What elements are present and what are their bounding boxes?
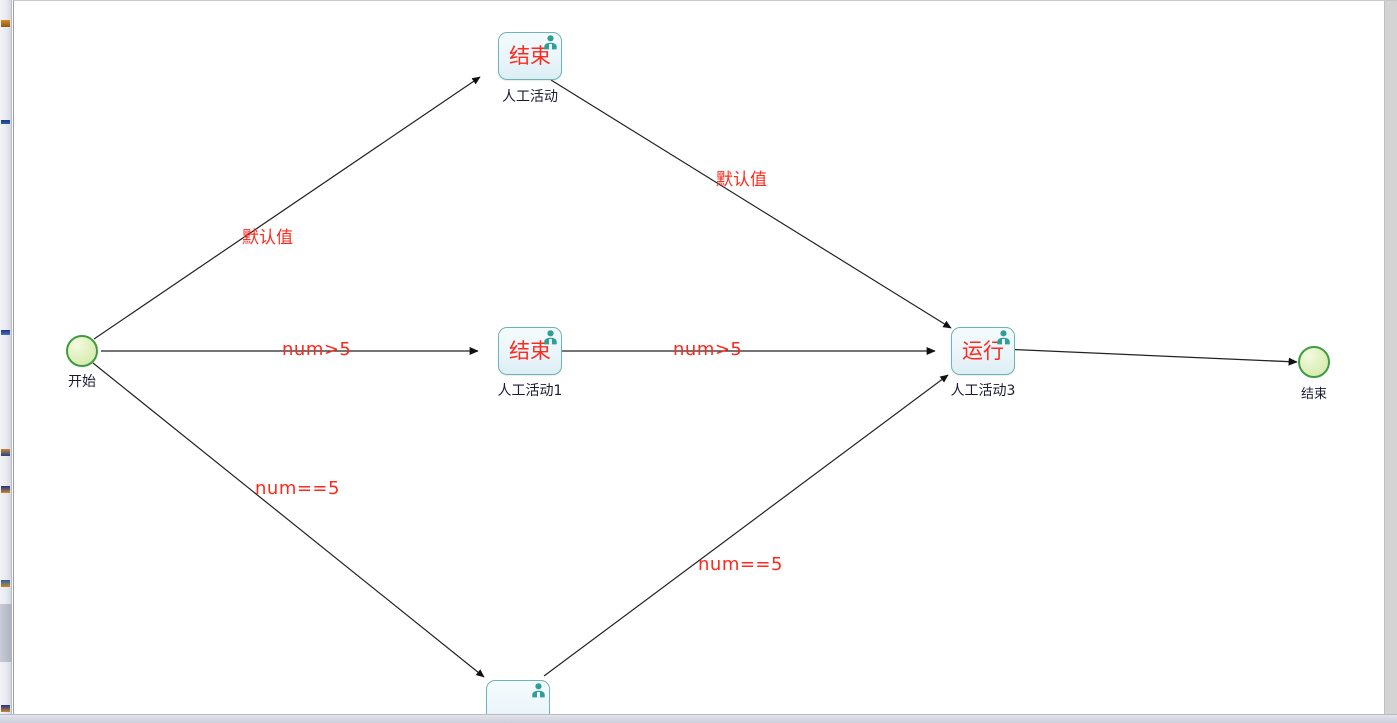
node-state-label: 结束 <box>509 339 551 363</box>
canvas-vertical-scrollbar[interactable] <box>1384 1 1397 715</box>
node-user-task-mid-caption: 人工活动1 <box>497 383 563 399</box>
collapsed-tool-palette[interactable] <box>0 0 12 714</box>
palette-icon-7[interactable] <box>1 705 10 712</box>
edge-task-top-to-task-right[interactable] <box>550 79 952 329</box>
diagram-canvas[interactable]: 默认值 num>5 num==5 默认值 num>5 num==5 开始 结束 … <box>14 1 1397 715</box>
edge-start-to-task-bottom[interactable] <box>92 362 485 678</box>
edge-label-default-top[interactable]: 默认值 <box>242 228 293 248</box>
person-icon <box>997 330 1010 345</box>
node-start[interactable] <box>66 335 98 367</box>
node-user-task-bottom[interactable] <box>486 680 550 715</box>
palette-icon-2[interactable] <box>1 120 10 124</box>
node-end[interactable] <box>1298 346 1330 378</box>
node-state-label: 结束 <box>509 44 551 68</box>
node-start-caption: 开始 <box>68 374 96 390</box>
edge-label-num-eq-5-left[interactable]: num==5 <box>255 478 340 499</box>
edge-label-num-eq-5-right[interactable]: num==5 <box>698 554 783 575</box>
edge-label-num-gt-5-right[interactable]: num>5 <box>673 339 743 360</box>
palette-icon-4[interactable] <box>1 449 10 456</box>
person-icon <box>544 330 557 345</box>
palette-icon-1[interactable] <box>1 20 10 27</box>
node-user-task-top[interactable]: 结束 <box>498 32 562 80</box>
diagram-canvas-container: 默认值 num>5 num==5 默认值 num>5 num==5 开始 结束 … <box>13 0 1397 715</box>
palette-icon-5[interactable] <box>1 486 10 493</box>
edge-label-num-gt-5-left[interactable]: num>5 <box>282 339 352 360</box>
palette-icon-3[interactable] <box>1 330 10 335</box>
edge-start-to-task-top[interactable] <box>93 76 481 340</box>
edge-task-right-to-end[interactable] <box>1001 348 1298 366</box>
node-state-label: 运行 <box>962 339 1004 363</box>
person-icon <box>544 35 557 50</box>
node-user-task-right[interactable]: 运行 <box>951 327 1015 375</box>
canvas-horizontal-scrollbar[interactable] <box>0 714 1397 723</box>
palette-icon-6[interactable] <box>1 580 10 587</box>
node-user-task-top-caption: 人工活动 <box>502 89 558 105</box>
person-icon <box>532 683 545 698</box>
node-user-task-mid[interactable]: 结束 <box>498 327 562 375</box>
node-user-task-right-caption: 人工活动3 <box>950 383 1016 399</box>
palette-scroll-thumb[interactable] <box>0 604 12 662</box>
node-end-caption: 结束 <box>1300 387 1327 402</box>
edge-task-bottom-to-task-right[interactable] <box>543 374 949 677</box>
edge-label-default-right[interactable]: 默认值 <box>716 170 767 190</box>
